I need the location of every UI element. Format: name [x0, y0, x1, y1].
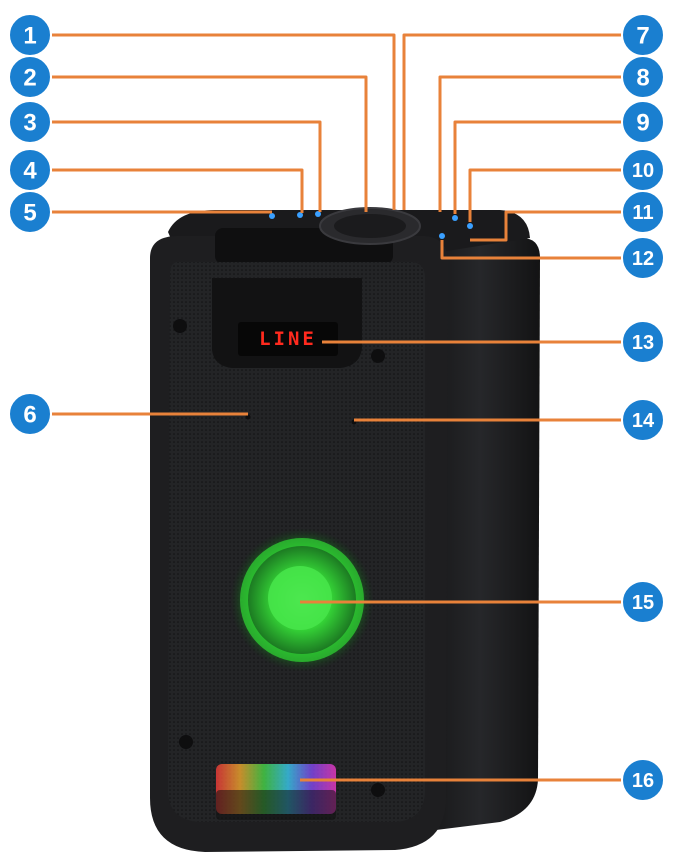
corner-screw-top-left	[173, 319, 187, 333]
leader-line-2	[52, 75, 368, 212]
corner-screw-bottom-right	[371, 783, 385, 797]
leader-line-9	[453, 120, 621, 214]
leader-line-10	[468, 168, 621, 222]
callout-number: 13	[632, 332, 654, 354]
callout-badge-circle	[8, 190, 52, 234]
callout-badge-circle	[621, 236, 665, 280]
callout-number: 14	[632, 410, 655, 432]
callout-badge-4: 4	[8, 148, 52, 192]
callout-number: 12	[632, 248, 654, 270]
callout-badge-10: 10	[621, 148, 665, 192]
leader-line-1	[52, 33, 396, 210]
control-knob-cap	[334, 214, 406, 238]
callout-number: 1	[23, 23, 36, 50]
leader-lines	[52, 33, 621, 782]
callout-badge-circle	[8, 392, 52, 436]
callout-badge-5: 5	[8, 190, 52, 234]
callout-number: 7	[636, 23, 649, 50]
callout-badge-16: 16	[621, 758, 665, 802]
callout-badge-circle	[621, 320, 665, 364]
woofer-cone	[268, 566, 332, 630]
callout-badge-circle	[621, 190, 665, 234]
display-text: LINE	[259, 328, 317, 350]
speaker-side-panel	[420, 238, 540, 832]
button-indicator-4	[297, 212, 303, 218]
callout-number: 16	[632, 770, 654, 792]
callout-badge-circle	[621, 580, 665, 624]
speaker-illustration: LINE	[150, 207, 540, 852]
button-indicator-3	[315, 211, 321, 217]
leader-line-12	[440, 240, 621, 260]
callout-badge-circle	[621, 100, 665, 144]
callout-badge-6: 6	[8, 392, 52, 436]
callout-number: 9	[636, 110, 649, 137]
leader-line-3	[52, 120, 322, 212]
callout-badge-circle	[8, 55, 52, 99]
woofer-ring	[240, 538, 364, 662]
callout-number: 11	[632, 202, 653, 224]
callout-number: 8	[636, 65, 649, 92]
callout-badge-circle	[621, 55, 665, 99]
leader-line-4	[52, 168, 304, 213]
display-window	[238, 322, 338, 356]
leader-line-11	[470, 210, 621, 242]
callout-number: 3	[23, 110, 36, 137]
corner-screw-top-right	[371, 349, 385, 363]
button-indicator-10	[467, 223, 473, 229]
callout-badge-8: 8	[621, 55, 665, 99]
callout-badge-circle	[8, 100, 52, 144]
button-indicator-12	[439, 233, 445, 239]
callout-badge-circle	[621, 758, 665, 802]
callout-badge-13: 13	[621, 320, 665, 364]
callout-badge-14: 14	[621, 398, 665, 442]
rgb-light-strip-shade	[216, 790, 336, 820]
callout-number: 10	[632, 160, 654, 182]
callout-badge-3: 3	[8, 100, 52, 144]
callout-badge-circle	[621, 398, 665, 442]
callout-badge-12: 12	[621, 236, 665, 280]
callout-number: 15	[632, 592, 654, 614]
callout-number: 4	[23, 158, 37, 185]
callout-badge-15: 15	[621, 580, 665, 624]
callout-badge-1: 1	[8, 13, 52, 57]
callout-badge-9: 9	[621, 100, 665, 144]
leader-line-7	[402, 33, 621, 210]
callout-number: 5	[23, 200, 36, 227]
microphone-hole-left	[245, 414, 251, 420]
callout-badge-11: 11	[621, 190, 665, 234]
corner-screw-bottom-left	[179, 735, 193, 749]
leader-line-8	[438, 75, 621, 212]
callout-number: 2	[23, 65, 36, 92]
callout-badge-2: 2	[8, 55, 52, 99]
callout-badge-7: 7	[621, 13, 665, 57]
button-indicator-9	[452, 215, 458, 221]
callout-number: 6	[23, 402, 36, 429]
button-indicator-5	[269, 213, 275, 219]
